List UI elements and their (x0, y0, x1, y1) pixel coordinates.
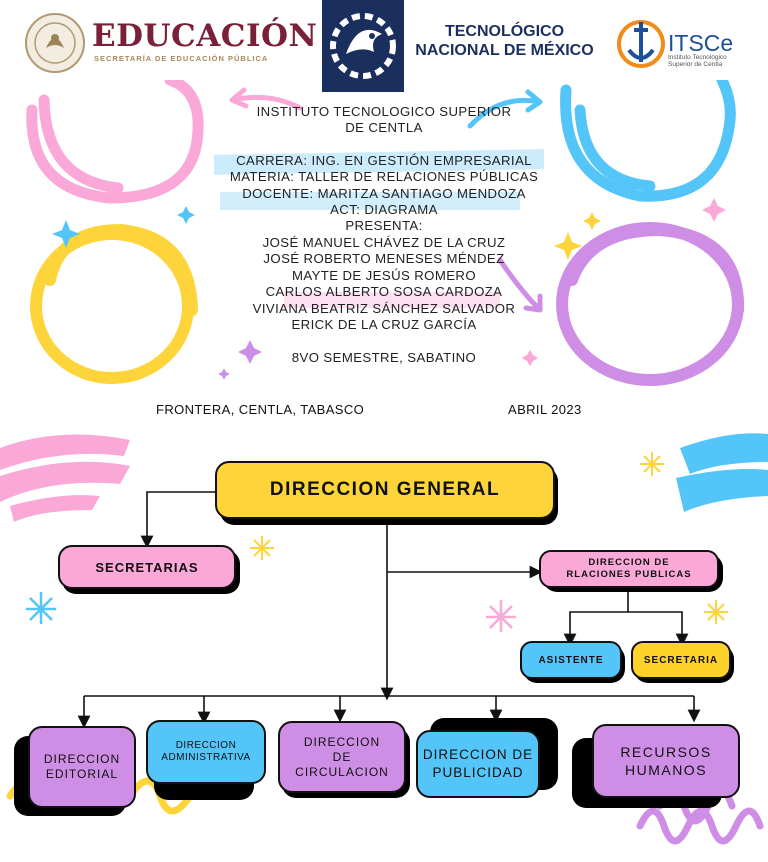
materia-line: MATERIA: TALLER DE RELACIONES PÚBLICAS (229, 169, 539, 184)
pink-sparkle-icon (522, 350, 538, 366)
itsce-subtitle: Instituto Tecnológico Superior de Centla (668, 54, 727, 68)
itsce-logo-text: ITSCe (668, 30, 734, 56)
blue-sparkle-icon (26, 592, 56, 624)
secretarias-label: SECRETARIAS (95, 559, 199, 575)
circulacion-label-line1: DIRECCION (303, 734, 381, 749)
docente-line: DOCENTE: MARITZA SANTIAGO MENDOZA (242, 186, 526, 201)
secretaria-label: SECRETARIA (643, 654, 719, 666)
act-line: ACT: DIAGRAMA (330, 202, 438, 217)
institute-line1: INSTITUTO TECNOLOGICO SUPERIOR (256, 104, 512, 119)
yellow-circle-icon (30, 223, 198, 384)
student-name: MAYTE DE JESÚS ROMERO (291, 268, 476, 283)
org-connectors (77, 491, 701, 729)
yellow-sparkle-icon (250, 536, 274, 560)
carrera-line: CARRERA: ING. EN GESTIÓN EMPRESARIAL (236, 153, 532, 168)
yellow-sparkle-icon (640, 452, 664, 476)
circulacion-label-line2: DE (332, 749, 352, 764)
secretarias-box: SECRETARIAS (58, 545, 236, 589)
decorative-circles (26, 80, 745, 386)
pink-brush-icon (0, 434, 130, 522)
direccion-general-box: DIRECCION GENERAL (215, 461, 555, 519)
recursos-humanos-box: RECURSOS HUMANOS (592, 724, 740, 798)
administrativa-label-line1: DIRECCION (175, 740, 237, 751)
asistente-box: ASISTENTE (520, 641, 622, 679)
administrativa-label-line2: ADMINISTRATIVA (161, 752, 251, 763)
student-name: ERICK DE LA CRUZ GARCÍA (291, 317, 477, 332)
student-name: VIVIANA BEATRIZ SÁNCHEZ SALVADOR (252, 301, 516, 316)
pink-sparkle-icon (486, 600, 516, 632)
direccion-general-label: DIRECCION GENERAL (269, 479, 501, 500)
sep-subtitle: SECRETARÍA DE EDUCACIÓN PÚBLICA (94, 54, 269, 63)
blue-brush-icon (676, 433, 768, 512)
blue-arrow-icon (467, 89, 543, 129)
direccion-editorial-box: DIRECCION EDITORIAL (28, 726, 136, 808)
tecnm-name: TECNOLÓGICO NACIONAL DE MÉXICO (415, 23, 594, 59)
student-name: JOSÉ ROBERTO MENESES MÉNDEZ (263, 251, 505, 266)
yellow-sparkle-icon (704, 600, 728, 624)
date-line: ABRIL 2023 (508, 402, 582, 417)
student-name: JOSÉ MANUEL CHÁVEZ DE LA CRUZ (262, 235, 506, 250)
student-name: CARLOS ALBERTO SOSA CARDOZA (265, 284, 503, 299)
rh-label-line1: RECURSOS (620, 744, 712, 760)
pink-sparkle-icon (702, 198, 726, 222)
secretaria-box: SECRETARIA (631, 641, 731, 679)
blue-sparkle-icon (177, 206, 195, 224)
yellow-sparkle-icon (583, 212, 601, 230)
mexico-seal-icon (25, 13, 85, 73)
yellow-sparkle-icon (554, 232, 582, 260)
relaciones-publicas-box: DIRECCION DE RLACIONES PUBLICAS (539, 550, 719, 588)
purple-sparkle-icon (218, 368, 230, 380)
circulacion-label-line3: CIRCULACION (295, 764, 389, 779)
purple-arrow-icon (497, 257, 543, 313)
editorial-label-line2: EDITORIAL (45, 767, 119, 781)
publicidad-label-line1: DIRECCION DE (422, 747, 534, 762)
direccion-circulacion-box: DIRECCION DE CIRCULACION (278, 721, 406, 793)
sep-title: EDUCACIÓN (92, 18, 318, 54)
publicidad-label-line2: PUBLICIDAD (432, 765, 524, 780)
place-line: FRONTERA, CENTLA, TABASCO (156, 402, 365, 417)
rh-label-line2: HUMANOS (624, 762, 708, 778)
purple-circle-icon (556, 222, 745, 386)
editorial-label-line1: DIRECCION (43, 752, 121, 766)
direccion-publicidad-box: DIRECCION DE PUBLICIDAD (416, 730, 540, 798)
presenta-line: PRESENTA: (345, 218, 423, 233)
asistente-label: ASISTENTE (538, 654, 604, 666)
itsce-logo-icon (617, 20, 665, 68)
relaciones-label-line2: RLACIONES PUBLICAS (566, 569, 692, 580)
tecnm-logo-icon (322, 0, 404, 92)
blue-circle-icon (560, 80, 736, 202)
direccion-administrativa-box: DIRECCION ADMINISTRATIVA (146, 720, 266, 784)
institute-line2: DE CENTLA (345, 120, 423, 135)
blue-sparkle-icon (52, 220, 80, 248)
relaciones-label-line1: DIRECCION DE (588, 557, 670, 568)
semester-line: 8VO SEMESTRE, SABATINO (291, 350, 477, 365)
purple-sparkle-icon (238, 340, 262, 364)
pink-circle-icon (26, 80, 204, 204)
pink-arrow-icon (229, 87, 303, 111)
